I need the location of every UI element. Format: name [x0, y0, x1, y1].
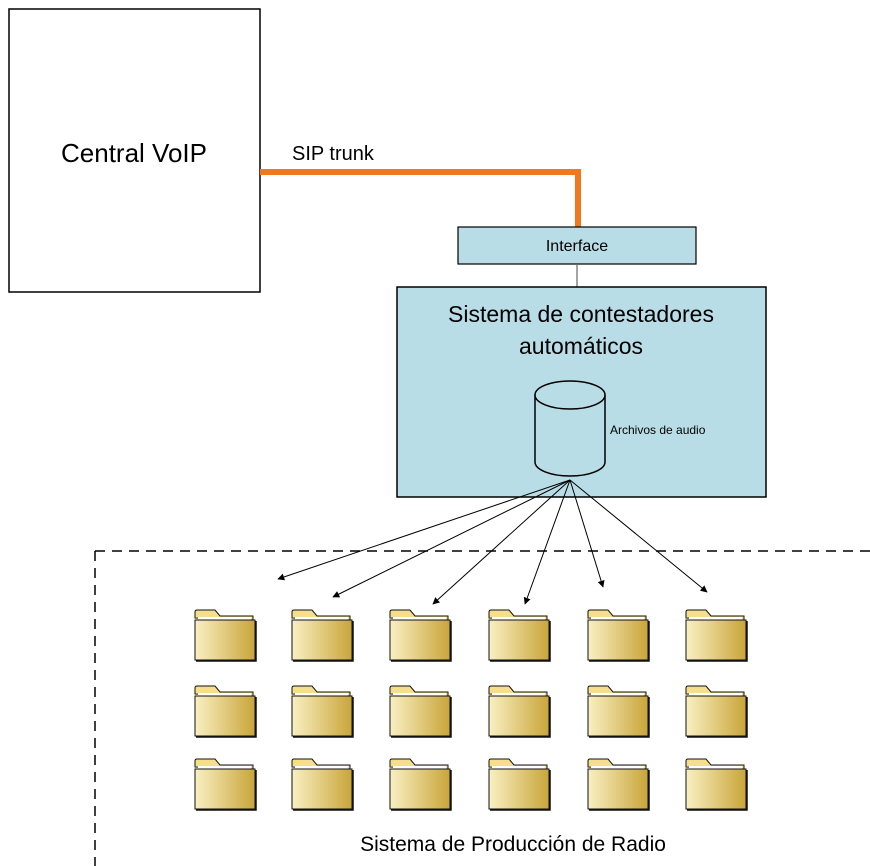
folder-icon [194, 758, 257, 811]
production-system-label: Sistema de Producción de Radio [360, 833, 666, 856]
folder-icon [194, 609, 257, 662]
interface-node: Interface [457, 226, 697, 265]
folder-icon [685, 609, 748, 662]
folder-icon [685, 758, 748, 811]
distribution-arrow [432, 479, 571, 605]
interface-label: Interface [546, 238, 608, 255]
folder-icon [291, 609, 354, 662]
central-voip-node: Central VoIP [8, 8, 261, 293]
folder-icon [587, 758, 650, 811]
database-cylinder-icon [534, 380, 606, 477]
folder-icon [389, 685, 452, 738]
folder-icon [685, 685, 748, 738]
distribution-arrow [332, 479, 571, 598]
folder-icon [488, 685, 551, 738]
folder-icon [194, 685, 257, 738]
central-voip-label: Central VoIP [61, 138, 207, 168]
distribution-arrow [277, 479, 571, 581]
distribution-arrow [569, 479, 708, 593]
folder-icon [389, 609, 452, 662]
folder-icon [488, 609, 551, 662]
distribution-arrows [277, 479, 708, 605]
distribution-arrow [523, 479, 571, 605]
folder-icon [389, 758, 452, 811]
production-area-border [94, 550, 870, 866]
distribution-arrow [569, 479, 605, 588]
audio-files-label: Archivos de audio [610, 423, 706, 437]
folder-icon [488, 758, 551, 811]
answering-system-title-line2: automáticos [519, 333, 643, 359]
folder-grid [194, 609, 748, 811]
folder-icon [291, 685, 354, 738]
answering-system-title-line1: Sistema de contestadores [448, 301, 714, 327]
folder-icon [291, 758, 354, 811]
folder-icon [587, 609, 650, 662]
sip-trunk-link: SIP trunk [260, 143, 581, 227]
sip-trunk-label: SIP trunk [292, 143, 375, 165]
folder-icon [587, 685, 650, 738]
